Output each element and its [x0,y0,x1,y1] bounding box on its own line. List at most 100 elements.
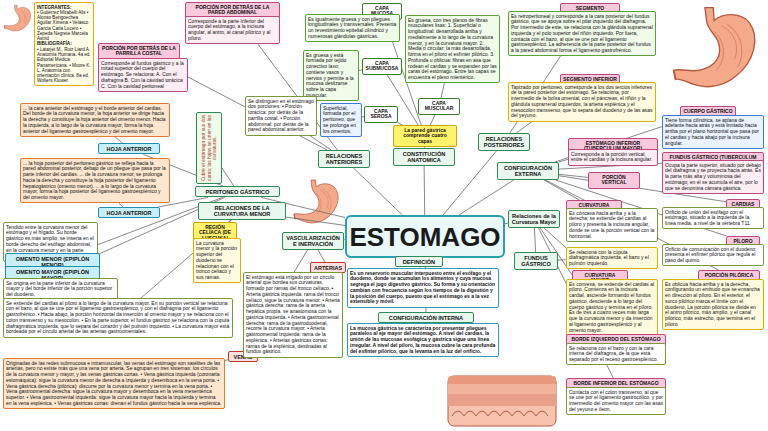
text-box: Corresponde a la porción vertical, entre… [568,149,658,166]
node-text: Corresponde al fundus gástrico y a la mi… [101,61,185,90]
node-text: Orificio de unión del esófago con el est… [665,210,761,227]
node-text: Se relaciona con el bazo y con la cara i… [569,346,663,363]
layer-label: CAPA SUBMUCOSA [362,58,402,75]
text-box: El estómago está irrigado por un círculo… [243,272,343,358]
connector-line [558,259,566,260]
text-box: Se origina en la parte inferior de la cu… [3,278,118,300]
node-text: Es gruesa y está formada por tejido cone… [306,53,356,99]
text-box: Es un reservorio muscular interpuesto en… [347,268,499,308]
text-box: Se relaciona con el bazo y con la cara i… [566,343,666,365]
node-text: Es convexa, se extiende del cardias al p… [569,282,655,334]
section-header: La pared gástrica comprende cuatro capas [393,125,457,147]
section-header: HOJA ANTERIOR [98,143,160,154]
node-text: Es cóncava hacia arriba y a la derecha; … [569,211,655,240]
node-text: CAPA MUSCULAR [421,101,457,113]
node-text: El estómago está irrigado por un círculo… [246,275,340,356]
node-text: Es un reservorio muscular interpuesto en… [350,271,496,306]
node-text: INTEGRANTES: [37,5,91,10]
node-text: CONFIGURACIÓN EXTERNA [500,165,556,178]
text-box: La mucosa gástrica se caracteriza por pr… [347,323,499,357]
node-text: PERITONEO GÁSTRICO [198,189,277,195]
stomach-illustration [674,8,755,87]
connector-line [430,115,435,126]
node-text: • Latarjet M., Ruiz Liard A. Anatomía Hu… [37,47,91,84]
node-text: RELACIONES ANTERIORES [321,153,367,166]
node-text: PORCIÓN VERTICAL [591,175,637,187]
node-text: CONFIGURACIÓN INTERNA [381,315,471,321]
node-text: La pared gástrica comprende cuatro capas [396,128,454,145]
node-text: Es retroperitoneal y corresponde a la ca… [511,14,653,54]
text-box: Se relaciona con la cúpula diafragmática… [566,247,658,269]
node-text: PORCIÓN PILÓRICA [701,273,757,279]
branch-header: CONSTITUCIÓN ANATOMICA [393,148,455,166]
node-text: Es igualmente gruesa y con pliegues long… [308,17,397,40]
section-header: FUNDUS GÁSTRICO [514,252,558,270]
text-box: ... la hoja posterior del peritoneo gást… [20,158,170,203]
text-box: Corresponde al fundus gástrico y a la mi… [98,58,188,92]
connector-line [544,180,580,200]
stomach-wall-section [448,376,556,426]
connector-line [222,168,234,186]
section-header: PORCIÓN VERTICAL [588,172,640,189]
text-box: Orificio de unión del esófago con el est… [662,207,764,229]
node-text: Ocupa la parte superior, situado por deb… [665,163,761,192]
node-text: Orificio de comunicación con el duodeno;… [665,247,761,264]
node-text: Se origina en la parte inferior de la cu… [6,281,115,298]
node-text: La curvatura menor y la porción superior… [196,241,238,281]
text-box: Superficial, formada por el peritoneo, q… [320,103,362,137]
node-text: CONSTITUCIÓN ANATOMICA [396,151,452,164]
text-box: Es cóncava hacia arriba y a la derecha; … [566,208,658,242]
text-box: Se distinguen en el estómago dos porcion… [245,96,317,136]
text-box: Originadas de las redes submucosa e intr… [3,358,225,409]
text-box: ... la cara anterior del estómago y el b… [20,103,170,137]
node-text: ... la hoja posterior del peritoneo gást… [23,161,167,201]
vertical-note: Cubre el estómago por sus dos caras; las… [196,112,222,184]
text-box: Corresponde a la parte inferior del cuer… [185,16,280,44]
node-text: FUNDUS GÁSTRICO [517,255,555,268]
layer-label: CAPA MUSCULAR [418,98,460,115]
text-box: Tapizado por peritoneo, corresponde a lo… [508,82,656,122]
text-box: Tiene forma cilíndrica, se aplana de ade… [662,115,764,149]
node-text: HOJA ANTERIOR [101,146,157,152]
node-text: Se relaciona con la cúpula diafragmática… [569,250,655,267]
node-text: ARTERIAS [313,265,343,271]
layer-label: CAPA SEROSA [364,106,398,123]
section-header: HOJA ANTERIOR [98,207,160,218]
connector-line [534,228,535,252]
branch-header: PERITONEO GÁSTRICO [195,186,280,197]
node-text: Corresponde a la porción vertical, entre… [571,152,655,164]
text-box: Es gruesa, con tres planos de fibras mus… [405,15,500,83]
node-text: ESTOMAGO [349,219,501,255]
text-box: Ocupa la parte superior, situado por deb… [662,160,764,194]
text-box: La curvatura menor y la porción superior… [193,238,241,283]
node-text: • Gutiérrez Mirabelli Alis • Alonso Beng… [37,10,91,42]
text-box: Es gruesa y está formada por tejido cone… [303,50,359,101]
branch-header: CONFIGURACIÓN INTERNA [378,312,474,323]
node-text: Tapizado por peritoneo, corresponde a lo… [511,85,653,120]
text-box: Es igualmente gruesa y con pliegues long… [305,14,400,42]
central-topic: ESTOMAGO [345,215,505,258]
node-text: CAPA SEROSA [367,109,395,121]
node-text: Se extiende del cardias al píloro a lo l… [6,301,230,336]
text-box: Es convexa, se extiende del cardias al p… [566,279,658,336]
branch-header: CONFIGURACIÓN EXTERNA [497,162,559,180]
stomach-icon [4,5,30,31]
node-text: La mucosa gástrica se caracteriza por pr… [350,326,496,355]
node-text: BIBLIOGRAFÍA: [37,41,91,46]
text-box: Es oblicua hacia arriba y a la derecha, … [662,279,764,330]
node-text: Contacta con el colon transverso, al que… [569,390,663,413]
connector-line [286,217,345,225]
node-text: Relaciones de la Curvatura Mayor [511,213,557,226]
node-text: BORDE INFERIOR DEL ESTÓMAGO [569,381,663,387]
node-text: Tiene forma cilíndrica, se aplana de ade… [665,118,761,147]
stomach-illustration [294,180,338,223]
text-box: Orificio de comunicación con el duodeno;… [662,244,764,266]
branch-header: Relaciones de la Curvatura Mayor [508,210,560,228]
node-text: RELACIONES DE LA CURVATURA MENOR [201,205,283,218]
branch-header: RELACIONES DE LA CURVATURA MENOR [198,202,286,220]
credits-box: INTEGRANTES:• Gutiérrez Mirabelli Alis •… [34,2,94,86]
text-box: Se extiende del cardias al píloro a lo l… [3,298,233,338]
node-text: RELACIONES POSTERIORES [481,136,527,149]
node-text: VASCULARIZACIÓN E INERVACIÓN [285,235,341,248]
